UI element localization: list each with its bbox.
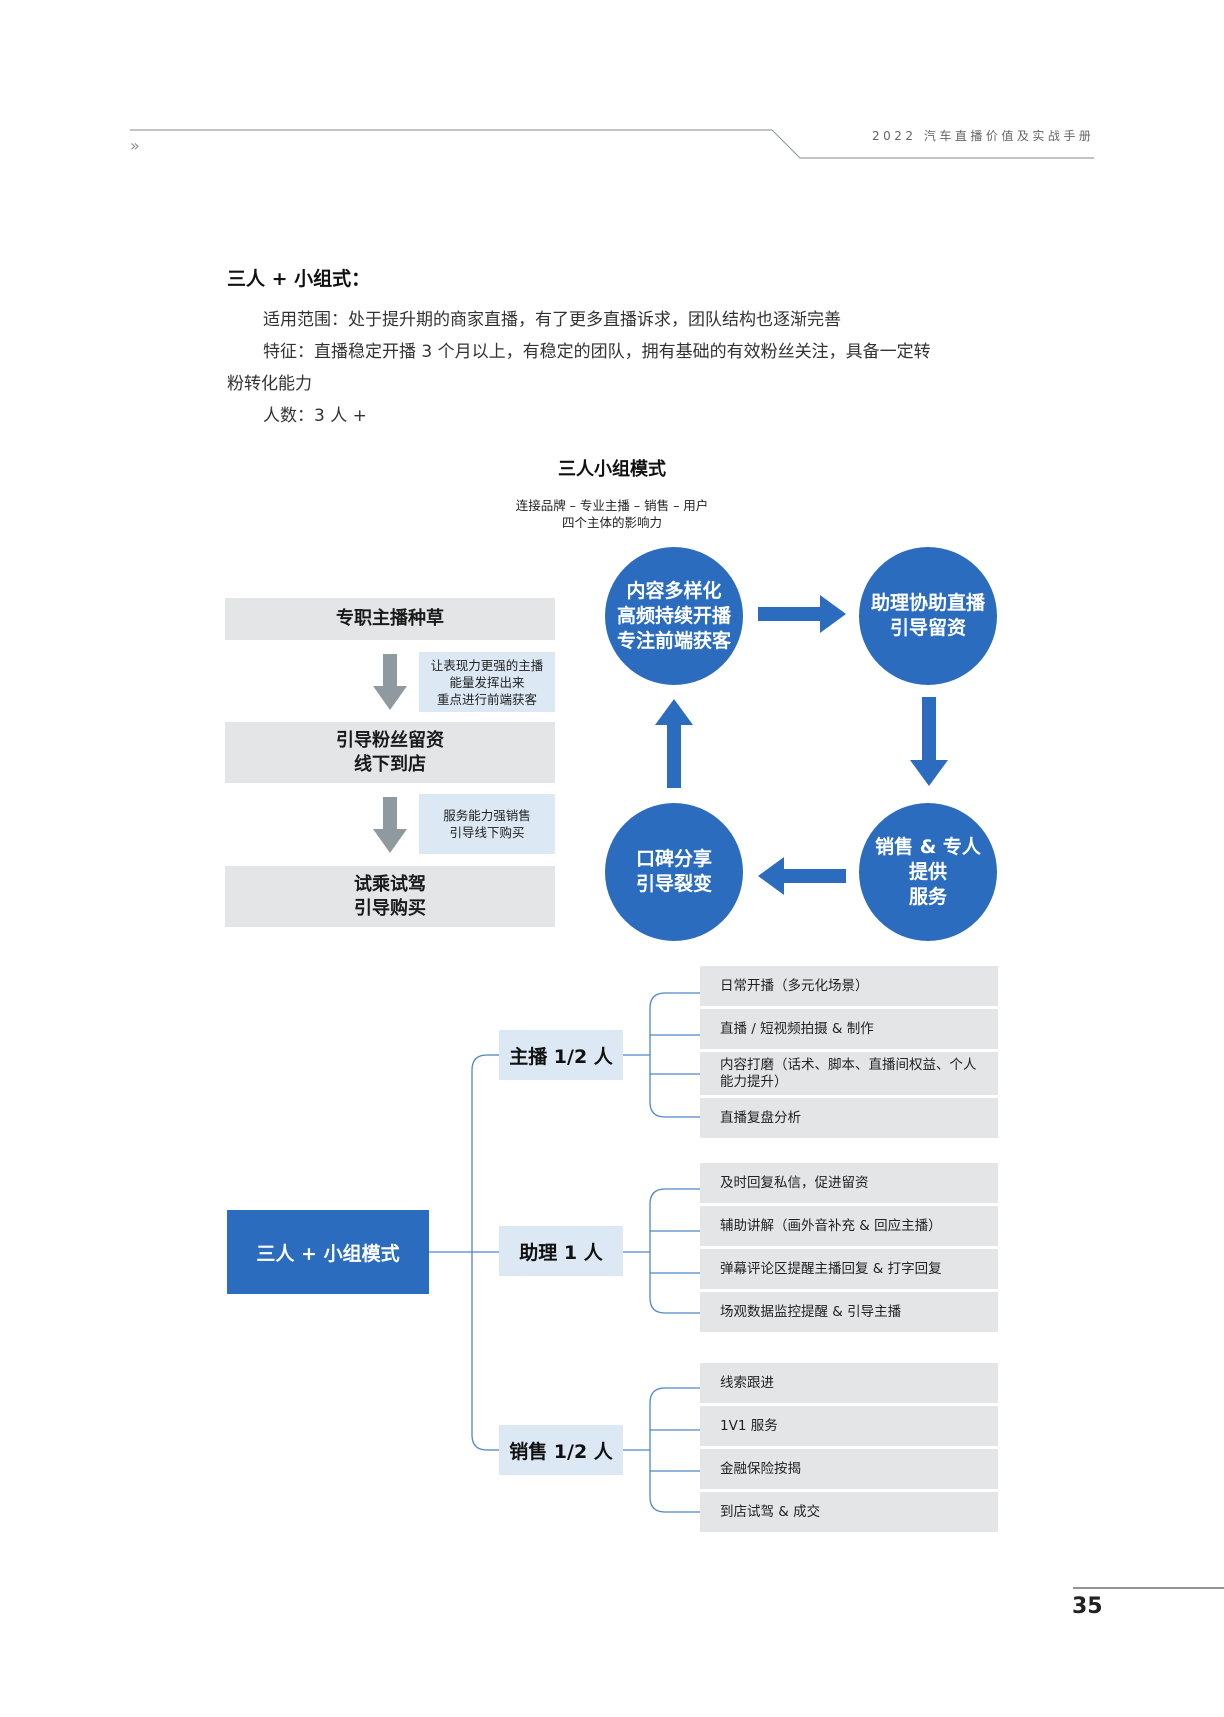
- note-line: 引导线下购买: [449, 825, 525, 840]
- list-item: 直播 / 短视频拍摄 & 制作: [700, 1009, 998, 1049]
- list-item-text: 及时回复私信，促进留资: [720, 1174, 869, 1191]
- list-item-text: 直播 / 短视频拍摄 & 制作: [720, 1020, 874, 1037]
- list-item: 直播复盘分析: [700, 1098, 998, 1138]
- list-item: 及时回复私信，促进留资: [700, 1163, 998, 1203]
- cycle-node-sales: 销售 & 专人 提供 服务: [859, 803, 997, 941]
- cycle-node-content: 内容多样化 高频持续开播 专注前端获客: [605, 547, 743, 685]
- flow-step-fan-lead: 引导粉丝留资 线下到店: [225, 722, 555, 783]
- list-item-text: 线索跟进: [720, 1374, 774, 1391]
- list-item: 弹幕评论区提醒主播回复 & 打字回复: [700, 1249, 998, 1289]
- list-item-text: 辅助讲解（画外音补充 & 回应主播）: [720, 1217, 942, 1234]
- page-number: 35: [1072, 1594, 1103, 1619]
- list-item-text: 能力提升）: [720, 1073, 788, 1090]
- diagram-subtitle-line1: 连接品牌 – 专业主播 – 销售 – 用户: [515, 498, 709, 513]
- headcount-text: 人数：3 人 +: [263, 406, 367, 426]
- flow-step-label: 线下到店: [354, 753, 426, 775]
- node-label: 引导留资: [889, 617, 966, 639]
- note-line: 能量发挥出来: [449, 674, 525, 690]
- document-title: 2022 汽车直播价值及实战手册: [872, 129, 1095, 143]
- list-item-text: 1V1 服务: [720, 1417, 778, 1434]
- right-arrow-icon: [758, 595, 846, 633]
- tree-group-sales: 销售 1/2 人: [499, 1425, 623, 1475]
- note-line: 重点进行前端获客: [436, 691, 537, 707]
- group-label: 主播 1/2 人: [509, 1045, 613, 1068]
- section-title: 三人 + 小组式：: [227, 268, 371, 290]
- flow-step-label: 专职主播种草: [336, 608, 444, 629]
- node-label: 销售 & 专人: [875, 835, 981, 858]
- tree-root: 三人 + 小组模式: [227, 1210, 429, 1294]
- down-arrow-icon: [910, 697, 948, 786]
- cycle-node-assistant: 助理协助直播 引导留资: [859, 547, 997, 685]
- list-item: 场观数据监控提醒 & 引导主播: [700, 1292, 998, 1332]
- group-label: 助理 1 人: [519, 1241, 603, 1264]
- node-label: 内容多样化: [626, 579, 722, 602]
- diagram-subtitle-line2: 四个主体的影响力: [561, 515, 662, 530]
- list-item: 日常开播（多元化场景）: [700, 966, 998, 1006]
- up-arrow-icon: [655, 699, 693, 788]
- list-item: 金融保险按揭: [700, 1449, 998, 1489]
- list-item: 1V1 服务: [700, 1406, 998, 1446]
- node-label: 口碑分享: [635, 848, 712, 870]
- flow-note-2: 服务能力强销售 引导线下购买: [419, 794, 555, 854]
- group-label: 销售 1/2 人: [509, 1440, 613, 1463]
- flow-step-label: 试乘试驾: [354, 873, 426, 895]
- list-item: 内容打磨（话术、脚本、直播间权益、个人 能力提升）: [700, 1052, 998, 1095]
- flow-step-label: 引导购买: [354, 897, 426, 919]
- node-label: 专注前端获客: [616, 629, 731, 652]
- flow-step-streamer-seeding: 专职主播种草: [225, 598, 555, 640]
- flow-step-test-drive: 试乘试驾 引导购买: [225, 866, 555, 927]
- diagram-title: 三人小组模式: [558, 459, 666, 480]
- list-item-text: 日常开播（多元化场景）: [720, 977, 869, 994]
- note-line: 让表现力更强的主播: [430, 657, 544, 673]
- node-label: 助理协助直播: [870, 592, 985, 614]
- tree-group-assistant: 助理 1 人: [499, 1226, 623, 1276]
- node-label: 高频持续开播: [616, 604, 731, 627]
- list-item-text: 金融保险按揭: [720, 1460, 801, 1477]
- tree-group-streamer: 主播 1/2 人: [499, 1030, 623, 1080]
- flow-note-1: 让表现力更强的主播 能量发挥出来 重点进行前端获客: [419, 652, 555, 712]
- list-item-text: 弹幕评论区提醒主播回复 & 打字回复: [720, 1260, 942, 1277]
- chevron-icon: ››: [130, 136, 140, 155]
- left-arrow-icon: [758, 857, 846, 895]
- features-text-line2: 粉转化能力: [227, 374, 312, 394]
- node-label: 提供: [908, 860, 947, 883]
- list-item: 辅助讲解（画外音补充 & 回应主播）: [700, 1206, 998, 1246]
- node-label: 服务: [908, 885, 947, 908]
- tree-root-label: 三人 + 小组模式: [256, 1242, 400, 1265]
- scope-text: 适用范围：处于提升期的商家直播，有了更多直播诉求，团队结构也逐渐完善: [263, 310, 841, 330]
- list-item-text: 到店试驾 & 成交: [720, 1503, 821, 1520]
- list-item-text: 内容打磨（话术、脚本、直播间权益、个人: [720, 1056, 977, 1073]
- node-label: 引导裂变: [635, 873, 712, 895]
- note-line: 服务能力强销售: [443, 808, 531, 823]
- list-item-text: 直播复盘分析: [720, 1109, 801, 1126]
- list-item-text: 场观数据监控提醒 & 引导主播: [720, 1303, 902, 1320]
- list-item: 到店试驾 & 成交: [700, 1492, 998, 1532]
- cycle-node-word-of-mouth: 口碑分享 引导裂变: [605, 803, 743, 941]
- flow-step-label: 引导粉丝留资: [336, 729, 444, 751]
- list-item: 线索跟进: [700, 1363, 998, 1403]
- features-text-line1: 特征：直播稳定开播 3 个月以上，有稳定的团队，拥有基础的有效粉丝关注，具备一定…: [263, 342, 931, 362]
